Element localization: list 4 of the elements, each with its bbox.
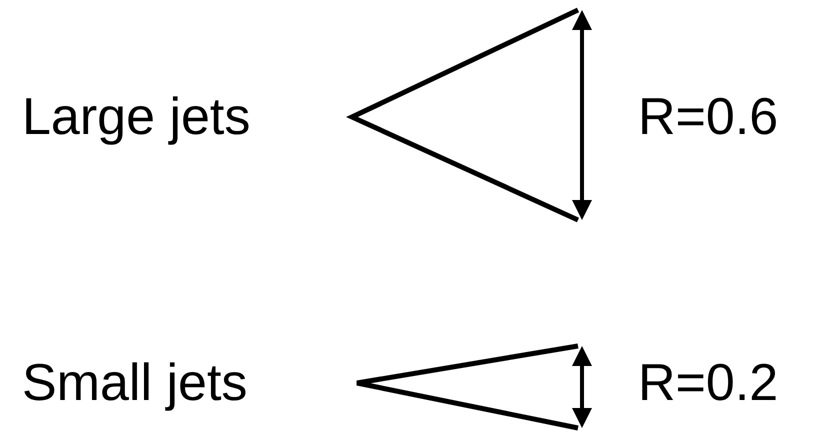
radius-label: R=0.2 — [638, 353, 778, 413]
jet-label: Large jets — [22, 87, 250, 147]
radius-label: R=0.6 — [638, 87, 778, 147]
jet-label: Small jets — [22, 353, 248, 413]
